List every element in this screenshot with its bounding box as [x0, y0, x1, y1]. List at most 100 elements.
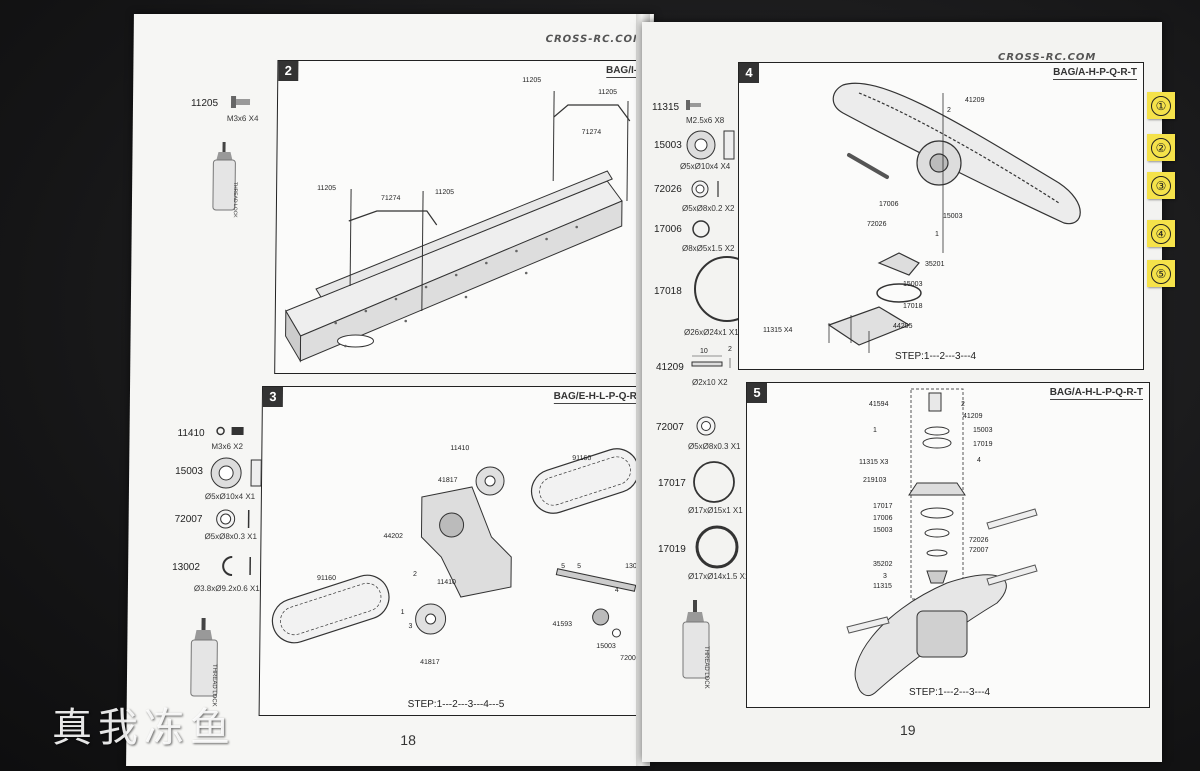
e-clip-icon	[222, 556, 252, 576]
callout-label: 15003	[873, 527, 893, 534]
part-code: 13002	[172, 562, 201, 573]
manual-page-left: CROSS-RC.COM 11205 M3x6 X4 THREAD LOCK 1…	[126, 14, 654, 766]
callout-label: 17018	[903, 303, 923, 310]
step-panel-4: 4 BAG/A-H-P-Q-R-T 41209 2 17006 1500	[738, 62, 1144, 370]
callout-label: 41817	[420, 659, 440, 666]
sticky-number: ①	[1151, 96, 1171, 116]
sticky-note: ①	[1147, 92, 1175, 119]
bag-label: BAG/A-H-L-P-Q-R-T	[1049, 387, 1143, 400]
step-number: 5	[747, 383, 767, 403]
part-spec: M3x6 X2	[211, 442, 244, 451]
o-ring-icon	[695, 525, 739, 569]
callout-label: 41594	[869, 401, 889, 408]
pin-dimension-icon	[691, 355, 731, 368]
watermark-text: 真我冻鱼	[52, 705, 236, 751]
step-sequence: STEP:1---2---3---4---5	[407, 699, 505, 710]
callout-label: 219103	[863, 477, 887, 484]
callout-label: 11315 X4	[763, 327, 793, 334]
callout-label: 15003	[596, 643, 616, 650]
callout-label: 17006	[873, 515, 893, 522]
callout-label: 72026	[867, 221, 887, 228]
o-ring-icon	[693, 461, 735, 503]
part-code: 17006	[654, 224, 682, 235]
sticky-number: ④	[1151, 224, 1171, 244]
callout-label: 15003	[973, 427, 993, 434]
callout-label: 11205	[317, 185, 337, 192]
step-panel-2: 2 BAG/I-K	[274, 60, 652, 374]
brand-logo: CROSS-RC.COM	[545, 34, 645, 45]
callout-label: 44202	[383, 533, 403, 540]
sticky-note: ⑤	[1147, 260, 1175, 287]
callout-label: 11205	[522, 77, 542, 84]
step-sequence: STEP:1---2---3---4	[895, 351, 977, 362]
washer-icon	[696, 416, 716, 436]
callout-label: 17019	[973, 441, 993, 448]
sticky-number: ③	[1151, 176, 1171, 196]
callout-label: 41593	[552, 621, 573, 628]
part-code: 17019	[658, 544, 686, 555]
dimension-label: 10	[700, 348, 708, 355]
sticky-note: ④	[1147, 220, 1175, 247]
callout-label: 11315	[873, 583, 892, 590]
callout-label: 41209	[963, 413, 983, 420]
callout-label: 2	[413, 571, 418, 578]
callout-label: 41817	[438, 477, 458, 484]
callout-label: 15003	[903, 281, 923, 288]
nut-icon	[216, 426, 244, 436]
callout-label: 1	[400, 609, 405, 616]
bearing-icon	[686, 130, 735, 160]
screw-icon	[686, 100, 701, 110]
part-code: 11205	[190, 98, 219, 109]
part-code: 72026	[654, 184, 682, 195]
gearbox-assembly-diagram	[827, 82, 1081, 353]
part-code: 17018	[654, 286, 682, 297]
part-spec: Ø3.8xØ9.2x0.6 X1	[193, 584, 260, 593]
washer-icon	[691, 180, 719, 198]
callout-label: 91160	[316, 575, 337, 582]
page-number: 19	[900, 722, 916, 738]
step-panel-3: 3 BAG/E-H-L-P-Q-R 11410 91160 418	[258, 386, 645, 716]
callout-label: 11410	[450, 445, 470, 452]
part-spec: Ø8xØ5x1.5 X2	[682, 244, 735, 253]
brand-logo: CROSS-RC.COM	[998, 52, 1097, 63]
callout-label: 5	[561, 563, 566, 570]
washer-icon	[216, 509, 250, 529]
part-spec: M2.5x6 X8	[686, 116, 725, 125]
sticky-number: ⑤	[1151, 264, 1171, 284]
chassis-rail-diagram	[285, 91, 631, 363]
manual-page-right: CROSS-RC.COM 11315 M2.5x6 X8 15003 Ø5xØ1…	[642, 22, 1162, 762]
callout-label: 71274	[581, 129, 602, 136]
svg-text:THREAD LOCK: THREAD LOCK	[703, 646, 709, 689]
part-code: 11410	[177, 428, 205, 439]
bag-label: BAG/A-H-P-Q-R-T	[1053, 67, 1137, 80]
callout-label: 11205	[598, 89, 618, 96]
part-spec: Ø5xØ10x4 X1	[204, 492, 256, 501]
part-spec: Ø5xØ8x0.3 X1	[204, 532, 257, 541]
svg-text:THREAD LOCK: THREAD LOCK	[211, 664, 217, 707]
svg-text:THREAD LOCK: THREAD LOCK	[232, 182, 238, 218]
callout-label: 1	[873, 427, 877, 434]
callout-label: 91160	[572, 455, 592, 462]
callout-label: 17006	[879, 201, 899, 208]
gearbox-track-diagram	[271, 448, 640, 644]
callout-label: 2	[961, 401, 965, 408]
step-panel-5: 5 BAG/A-H-L-P-Q-R-T 41594	[746, 382, 1150, 708]
part-spec: Ø17xØ14x1.5 X1	[688, 572, 750, 581]
o-ring-icon	[692, 220, 710, 238]
part-spec: Ø5xØ10x4 X4	[680, 162, 731, 171]
callout-label: 17017	[873, 503, 893, 510]
page-number: 18	[400, 732, 416, 748]
callout-label: 2	[947, 107, 951, 114]
callout-label: 3	[883, 573, 887, 580]
bearing-icon	[210, 457, 262, 489]
callout-label: 71274	[380, 195, 401, 202]
part-code: 17017	[658, 478, 686, 489]
part-code: 72007	[656, 422, 684, 433]
part-spec: Ø2x10 X2	[692, 378, 728, 387]
part-spec: M3x6 X4	[226, 114, 259, 123]
threadlock-bottle-icon: THREAD LOCK	[190, 618, 218, 707]
part-spec: Ø17xØ15x1 X1	[688, 506, 743, 515]
threadlock-bottle-icon: THREAD LOCK	[212, 142, 238, 218]
callout-label: 5	[577, 563, 582, 570]
callout-label: 11315 X3	[859, 459, 889, 466]
